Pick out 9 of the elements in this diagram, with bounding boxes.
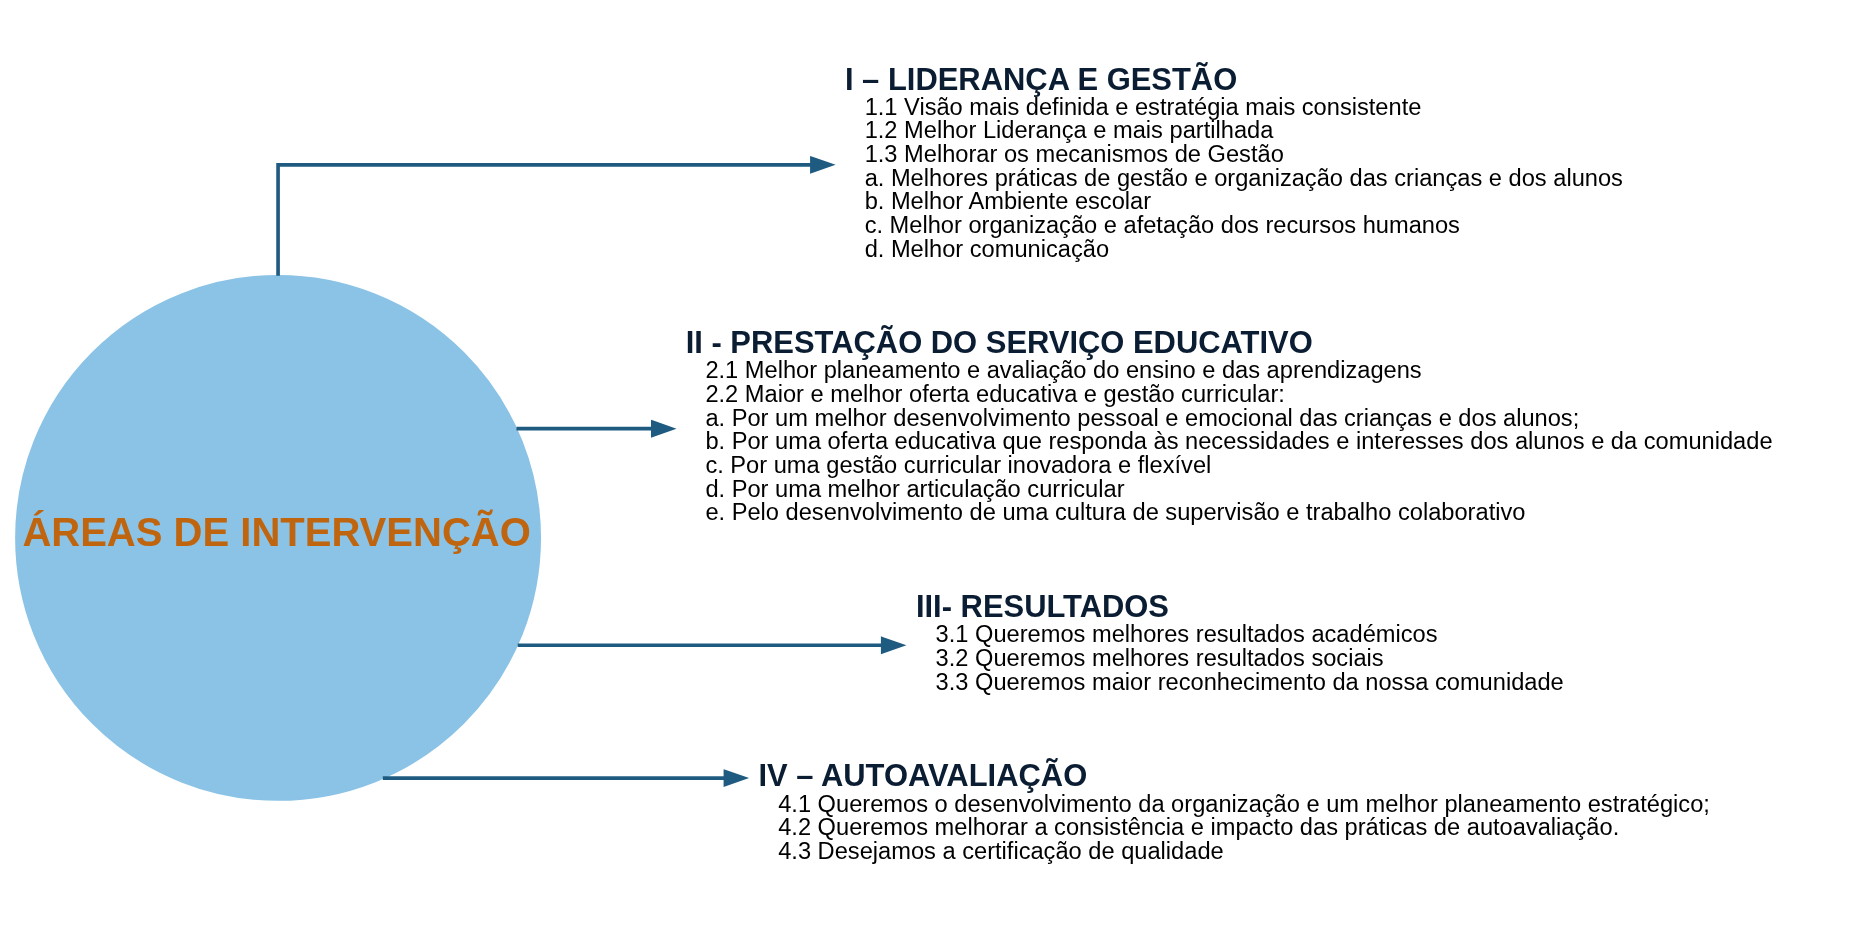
node-text: III- RESULTADOS 3.1 Queremos melhores resultados académicos 3.2 Queremos melhores resultados sociais 3.3 Queremos maior reconhecimento da nossa comunidade — [915, 589, 1564, 695]
node-circle: ÁREAS DE INTERVENÇÃO — [15, 274, 542, 801]
arrow — [517, 636, 907, 655]
arrow — [516, 419, 677, 438]
arrow — [276, 155, 836, 276]
node-text: IV – AUTOAVALIAÇÃO 4.1 Queremos o desenvolvimento da organização e um melhor planeamento estratégico; 4.2 Queremos melhorar a consistência e impacto das práticas de autoavaliação. 4.3 Desejamos a certificação de qualidade — [758, 758, 1710, 864]
arrow — [382, 769, 750, 788]
node-text: II - PRESTAÇÃO DO SERVIÇO EDUCATIVO 2.1 Melhor planeamento e avaliação do ensino e das aprendizagens 2.2 Maior e melhor oferta educativa e gestão curricular: a. Por um melhor desenvolvimento pessoal e emocional das crianças e dos alunos; b. Por uma oferta educativa que responda às necessidades e interesses dos alunos e da comunidade c. Por uma gestão curricular inovadora e flexível d. Por uma melhor articulação curricular e. Pelo desenvolvimento de uma cultura de supervisão e trabalho colaborativo — [685, 325, 1773, 526]
node-text: I – LIDERANÇA E GESTÃO 1.1 Visão mais definida e estratégia mais consistente 1.2 Melhor Liderança e mais partilhada 1.3 Melhorar os mecanismos de Gestão a. Melhores práticas de gestão e organização das crianças e dos alunos b. Melhor Ambiente escolar c. Melhor organização e afetação dos recursos humanos d. Melhor comunicação — [844, 61, 1623, 262]
